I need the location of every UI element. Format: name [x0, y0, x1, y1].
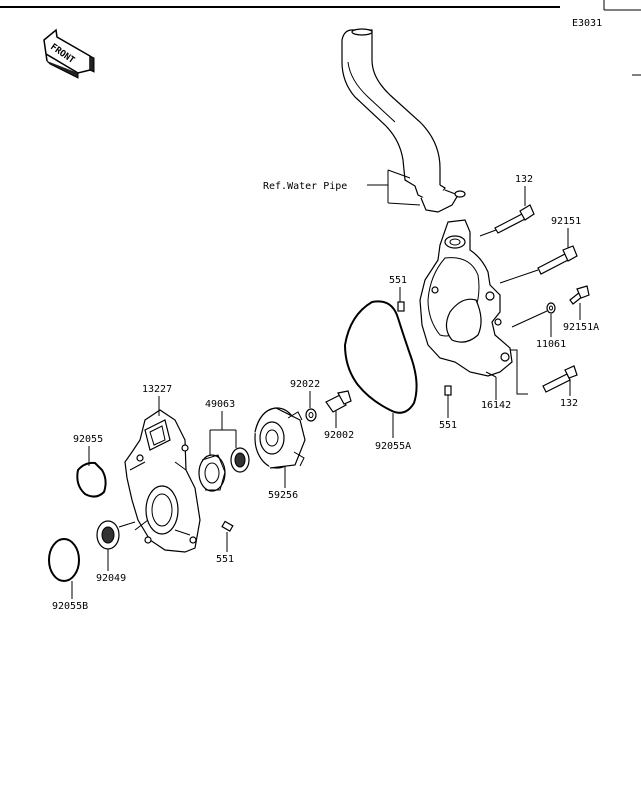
- pin-551-top: [397, 301, 405, 312]
- oring-92055B: [48, 538, 80, 582]
- washer-11061: [511, 302, 556, 328]
- label-92049: 92049: [96, 573, 126, 584]
- label-132-bottom: 132: [560, 398, 578, 409]
- pin-551-bottom: [221, 520, 234, 532]
- label-92055A: 92055A: [375, 441, 411, 452]
- label-551-bottom: 551: [216, 554, 234, 565]
- label-92055B: 92055B: [52, 601, 88, 612]
- impeller-59256: [254, 407, 306, 469]
- label-92002: 92002: [324, 430, 354, 441]
- label-11061: 11061: [536, 339, 566, 350]
- gasket-92055: [76, 461, 107, 498]
- pin-551-mid: [444, 385, 452, 396]
- bolt-92002: [325, 390, 352, 413]
- label-92151A: 92151A: [563, 322, 599, 333]
- water-pump-cover-13227: [124, 409, 201, 553]
- bolt-132-bottom: [542, 365, 578, 393]
- label-132-top: 132: [515, 174, 533, 185]
- page-frame: [0, 0, 641, 76]
- water-pump-body: [419, 219, 513, 377]
- gasket-92055A: [343, 300, 418, 414]
- label-92151: 92151: [551, 216, 581, 227]
- label-13227: 13227: [142, 384, 172, 395]
- bolt-132-top: [479, 204, 535, 237]
- washer-92022: [305, 408, 317, 422]
- label-551-mid: 551: [439, 420, 457, 431]
- label-92022: 92022: [290, 379, 320, 390]
- seal-49063: [198, 447, 250, 492]
- label-92055: 92055: [73, 434, 103, 445]
- bolt-92151A: [569, 285, 590, 305]
- label-59256: 59256: [268, 490, 298, 501]
- bolt-92151: [499, 245, 578, 284]
- label-49063: 49063: [205, 399, 235, 410]
- oil-seal-92049: [96, 520, 136, 550]
- figure-code: E3031: [572, 18, 602, 29]
- ref-water-pipe-label: Ref.Water Pipe: [263, 181, 347, 192]
- front-arrow-icon: FRONT: [43, 28, 95, 79]
- ref-bracket: [367, 169, 421, 206]
- label-551-top: 551: [389, 275, 407, 286]
- water-pipe-hose: [341, 28, 466, 213]
- label-16142: 16142: [481, 400, 511, 411]
